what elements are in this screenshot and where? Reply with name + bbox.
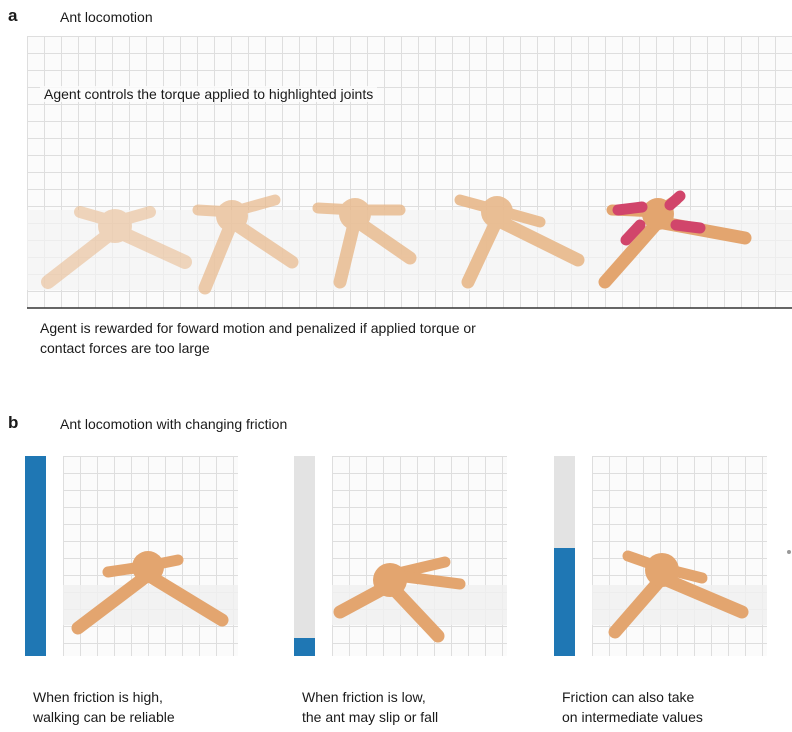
caption-intermediate-line2: on intermediate values [562,708,703,727]
caption-low-line1: When friction is low, [302,688,426,707]
caption-low-line2: the ant may slip or fall [302,708,438,727]
caption-intermediate-line1: Friction can also take [562,688,694,707]
caption-high-line2: walking can be reliable [33,708,175,727]
caption-high-line1: When friction is high, [33,688,163,707]
